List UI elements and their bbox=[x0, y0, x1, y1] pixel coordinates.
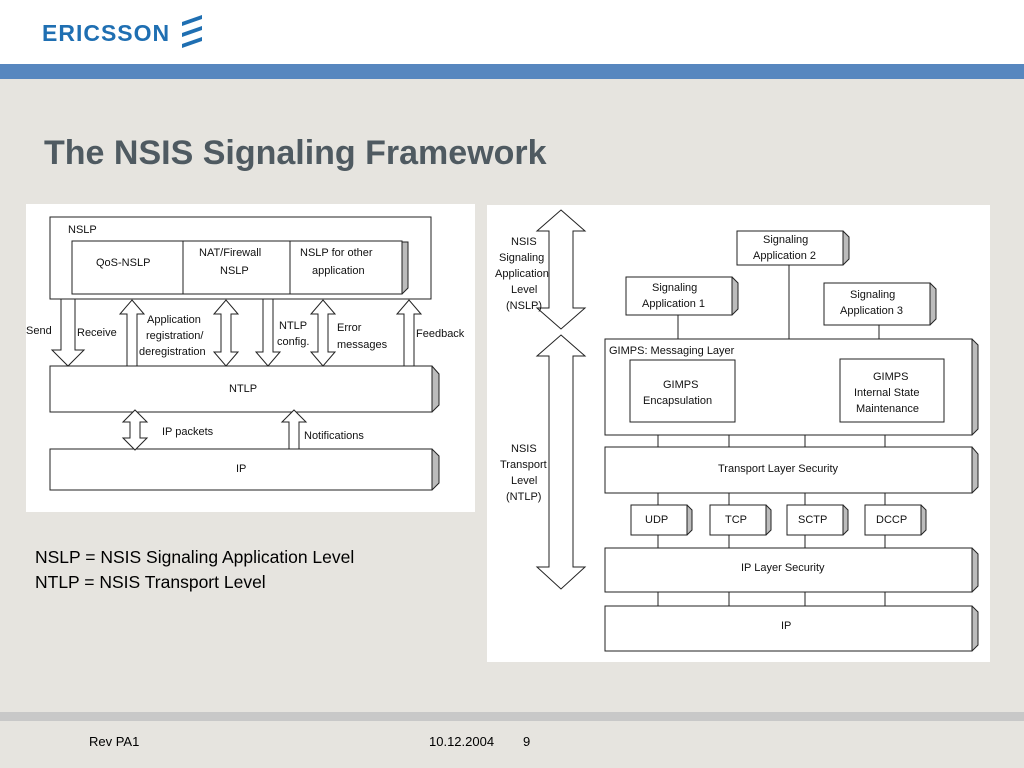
gimps-encapsulation-label-2: Encapsulation bbox=[643, 395, 712, 407]
app-registration-label-1: Application bbox=[147, 314, 201, 326]
app-registration-arrow-icon bbox=[212, 299, 240, 367]
ntlp-level-label-1: NSIS bbox=[511, 443, 537, 455]
receive-label: Receive bbox=[77, 327, 117, 339]
ntlp-config-arrow-icon bbox=[254, 298, 282, 367]
notifications-arrow-icon bbox=[280, 409, 308, 450]
error-label-2: messages bbox=[337, 339, 388, 351]
footer-revision: Rev PA1 bbox=[89, 734, 140, 749]
nslp-level-label-5: (NSLP) bbox=[506, 300, 542, 312]
signaling-app-1-label-2: Application 1 bbox=[642, 298, 705, 310]
footer-date: 10.12.2004 bbox=[429, 734, 495, 749]
nsis-layer-diagram: NSLP QoS-NSLP NAT/Firewall NSLP NSLP for… bbox=[26, 204, 475, 512]
tls-label: Transport Layer Security bbox=[718, 463, 839, 475]
nat-firewall-label: NAT/Firewall bbox=[199, 247, 261, 259]
nslp-definition: NSLP = NSIS Signaling Application Level bbox=[35, 547, 355, 567]
nslp-level-label-3: Application bbox=[495, 268, 549, 280]
nslp-level-arrow-icon bbox=[535, 209, 587, 330]
nsis-protocol-stack-diagram: NSIS Signaling Application Level (NSLP) … bbox=[487, 205, 990, 662]
signaling-app-2-box bbox=[736, 230, 844, 266]
signaling-app-3-label-2: Application 3 bbox=[840, 305, 903, 317]
gimps-state-label-2: Internal State bbox=[854, 387, 919, 399]
ntlp-box-label: NTLP bbox=[229, 383, 257, 395]
signaling-app-3-box bbox=[823, 282, 931, 326]
signaling-app-1-label-1: Signaling bbox=[652, 282, 697, 294]
ip-box-label: IP bbox=[236, 463, 246, 475]
nslp-level-label-1: NSIS bbox=[511, 236, 537, 248]
send-label: Send bbox=[26, 325, 52, 337]
signaling-app-2-label-1: Signaling bbox=[763, 234, 808, 246]
udp-box bbox=[630, 504, 688, 536]
ip-packets-arrow-icon bbox=[121, 409, 149, 451]
header-accent-bar bbox=[0, 64, 1024, 79]
ip-layer-security-label: IP Layer Security bbox=[741, 562, 825, 574]
ntlp-level-label-3: Level bbox=[511, 475, 537, 487]
app-registration-label-3: deregistration bbox=[139, 346, 206, 358]
nsis-protocol-stack-svg: NSIS Signaling Application Level (NSLP) … bbox=[495, 209, 979, 652]
ericsson-logo-text: ERICSSON bbox=[42, 20, 171, 46]
gimps-layer-label: GIMPS: Messaging Layer bbox=[609, 345, 735, 357]
slide-header: ERICSSON bbox=[0, 0, 1024, 64]
footer-page-number: 9 bbox=[523, 734, 531, 749]
gimps-state-label-3: Maintenance bbox=[856, 403, 919, 415]
gimps-encapsulation-label-1: GIMPS bbox=[663, 379, 698, 391]
sctp-box bbox=[786, 504, 844, 536]
send-arrow-icon bbox=[50, 298, 86, 367]
ntlp-box bbox=[49, 365, 433, 413]
ntlp-config-label-1: NTLP bbox=[279, 320, 307, 332]
ip-packets-label: IP packets bbox=[162, 426, 214, 438]
notifications-label: Notifications bbox=[304, 430, 364, 442]
qos-nslp-label: QoS-NSLP bbox=[96, 257, 150, 269]
feedback-arrow-icon bbox=[395, 299, 423, 367]
tls-box bbox=[604, 446, 973, 494]
nslp-level-label-2: Signaling bbox=[499, 252, 544, 264]
gimps-state-label-1: GIMPS bbox=[873, 371, 908, 383]
error-messages-arrow-icon bbox=[309, 299, 337, 367]
tcp-label: TCP bbox=[725, 514, 747, 526]
ip-box bbox=[49, 448, 433, 491]
udp-label: UDP bbox=[645, 514, 668, 526]
signaling-app-3-label-1: Signaling bbox=[850, 289, 895, 301]
signaling-app-2-label-2: Application 2 bbox=[753, 250, 816, 262]
nat-nslp-label: NSLP bbox=[220, 265, 249, 277]
footer-bar bbox=[0, 712, 1024, 721]
nsis-layer-diagram-svg: NSLP QoS-NSLP NAT/Firewall NSLP NSLP for… bbox=[26, 216, 465, 491]
ip-layer-box bbox=[604, 605, 973, 652]
ntlp-level-label-2: Transport bbox=[500, 459, 547, 471]
ntlp-definition: NTLP = NSIS Transport Level bbox=[35, 572, 266, 592]
ip-layer-label: IP bbox=[781, 620, 791, 632]
signaling-app-1-box bbox=[625, 276, 733, 316]
nslp-label: NSLP bbox=[68, 224, 97, 236]
nslp-modules-box bbox=[71, 240, 403, 295]
tcp-box bbox=[709, 504, 767, 536]
error-label-1: Error bbox=[337, 322, 362, 334]
slide-title: The NSIS Signaling Framework bbox=[44, 134, 547, 172]
nslp-level-label-4: Level bbox=[511, 284, 537, 296]
app-registration-label-2: registration/ bbox=[146, 330, 204, 342]
sctp-label: SCTP bbox=[798, 514, 827, 526]
nslp-other-label: NSLP for other bbox=[300, 247, 373, 259]
receive-arrow-icon bbox=[118, 299, 146, 367]
feedback-label: Feedback bbox=[416, 328, 465, 340]
gimps-state-box bbox=[839, 358, 945, 423]
ntlp-level-arrow-icon bbox=[535, 334, 587, 590]
acronym-definitions: NSLP = NSIS Signaling Application Level … bbox=[35, 545, 354, 595]
ntlp-config-label-2: config. bbox=[277, 336, 309, 348]
gimps-encapsulation-box bbox=[629, 359, 736, 423]
ntlp-level-label-4: (NTLP) bbox=[506, 491, 541, 503]
dccp-label: DCCP bbox=[876, 514, 907, 526]
ericsson-wave-icon bbox=[182, 15, 202, 48]
nslp-other-app-label: application bbox=[312, 265, 365, 277]
ip-layer-security-box bbox=[604, 547, 973, 593]
dccp-box bbox=[864, 504, 922, 536]
